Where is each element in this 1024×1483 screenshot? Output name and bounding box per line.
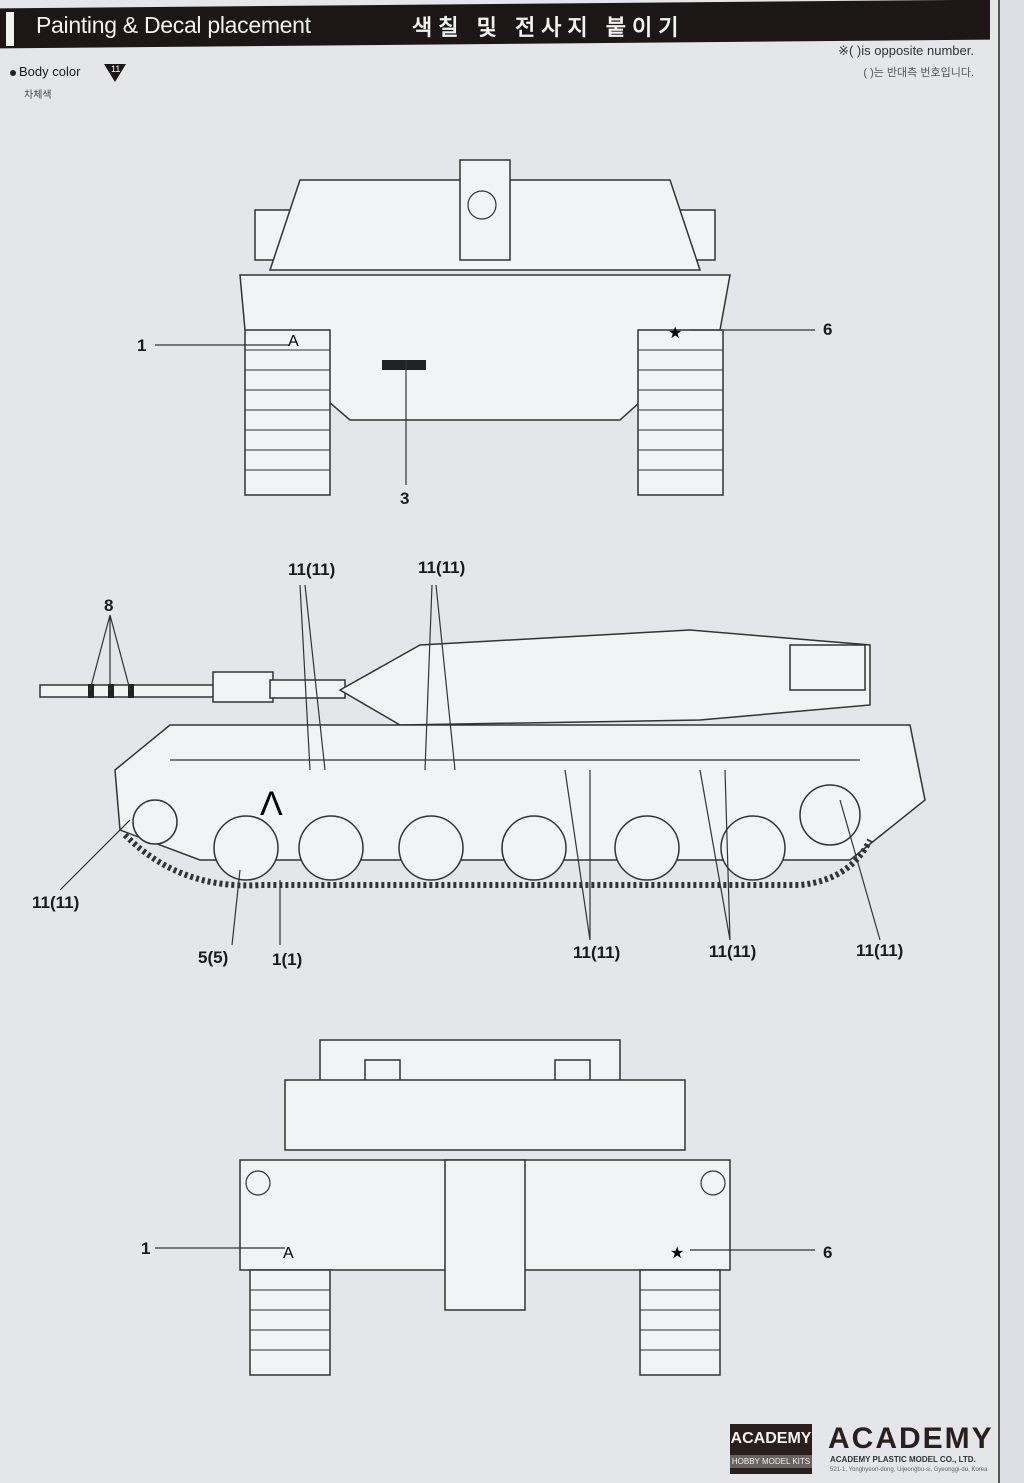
note-text: ※( )is opposite number.	[838, 43, 974, 58]
callout-side-5: 5(5)	[198, 948, 229, 967]
bullet-icon	[10, 69, 16, 76]
svg-text:A: A	[283, 1245, 294, 1262]
header-marker	[6, 12, 14, 46]
section-title: Painting & Decal placement	[36, 12, 311, 38]
svg-text:★: ★	[670, 1245, 684, 1262]
academy-hobby-logo: ACADEMY HOBBY MODEL KITS	[730, 1424, 812, 1474]
callout-side-bottom-3: 11(11)	[856, 941, 904, 960]
callout-front-1: 1	[137, 336, 147, 355]
paint-color-triangle-icon: 11	[104, 64, 126, 82]
company-address: 521-1, Yonghyeon-dong, Uijeongbu-si, Gye…	[830, 1467, 988, 1473]
body-color-label: Body color	[10, 64, 80, 79]
section-title-korean: 색칠 및 전사지 붙이기	[412, 15, 685, 40]
callout-side-top-2: 11(11)	[418, 558, 466, 577]
svg-text:A: A	[288, 333, 299, 350]
callout-side-bottom-1: 11(11)	[573, 943, 621, 962]
note-text-korean: ( )는 반대측 번호입니다.	[863, 67, 974, 79]
callout-side-1: 1(1)	[272, 950, 303, 969]
callout-side-left: 11(11)	[32, 893, 80, 912]
callout-side-bottom-2: 11(11)	[709, 942, 757, 961]
rear-view-drawing: A ★	[155, 1039, 815, 1376]
body-color-text: Body color	[19, 64, 81, 79]
front-view-drawing: A ★	[155, 159, 815, 496]
side-view-drawing: Λ	[39, 584, 926, 946]
company-name: ACADEMY PLASTIC MODEL CO., LTD.	[830, 1455, 976, 1464]
brand-wordmark: ACADEMY	[828, 1422, 994, 1455]
logo-subtext: HOBBY MODEL KITS	[730, 1455, 812, 1468]
callout-rear-1: 1	[141, 1239, 151, 1258]
paint-number: 11	[111, 64, 121, 74]
svg-text:Λ: Λ	[260, 785, 283, 823]
callout-barrel-8: 8	[104, 596, 114, 615]
callout-rear-6: 6	[823, 1243, 833, 1262]
svg-text:★: ★	[668, 325, 682, 342]
callout-front-6: 6	[823, 320, 833, 339]
opposite-number-note: ※( )is opposite number. ( )는 반대측 번호입니다.	[838, 40, 974, 84]
logo-text: ACADEMY	[730, 1430, 812, 1447]
callout-front-3: 3	[400, 489, 410, 508]
callout-side-top-1: 11(11)	[288, 560, 336, 579]
body-color-korean: 차체색	[24, 90, 52, 101]
